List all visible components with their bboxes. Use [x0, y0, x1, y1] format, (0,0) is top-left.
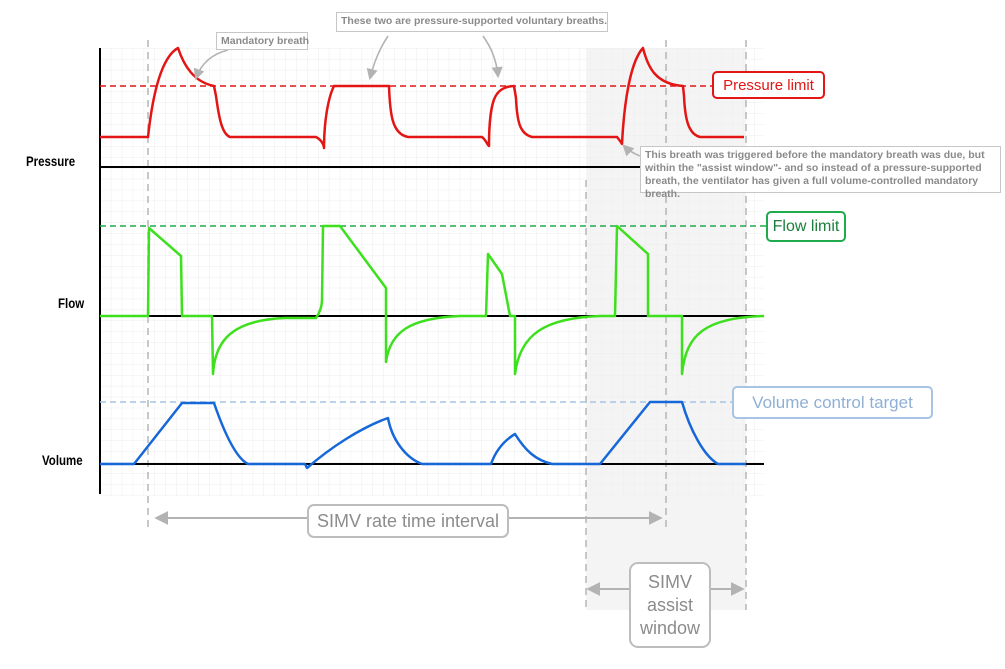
axis-label-volume: Volume [42, 452, 83, 468]
volume-waveform [100, 400, 746, 470]
flow-limit-tag: Flow limit [766, 211, 846, 242]
volume-target-tag: Volume control target [732, 386, 933, 419]
assist-window-line-3: window [639, 617, 701, 638]
pressure-limit-tag: Pressure limit [712, 71, 825, 99]
assist-window-tag: SIMV assist window [629, 562, 711, 648]
callout-arrow-voluntary-2 [482, 35, 503, 79]
assist-window-line-2: assist [646, 594, 693, 615]
axis-label-flow: Flow [58, 295, 85, 311]
callout-arrow-voluntary-1 [366, 35, 389, 81]
rate-interval-tag: SIMV rate time interval [307, 504, 509, 538]
assist-window-line-1: SIMV [647, 571, 692, 592]
pressure-waveform [100, 46, 744, 150]
axis-label-pressure: Pressure [26, 153, 76, 169]
callout-triggered-breath: This breath was triggered before the man… [640, 146, 1001, 200]
callout-mandatory-breath: Mandatory breath [216, 32, 309, 50]
callout-voluntary-breaths: These two are pressure-supported volunta… [336, 12, 608, 32]
flow-waveform [100, 224, 765, 376]
callout-arrow-mandatory [193, 49, 229, 81]
callout-arrow-triggered [622, 144, 641, 157]
